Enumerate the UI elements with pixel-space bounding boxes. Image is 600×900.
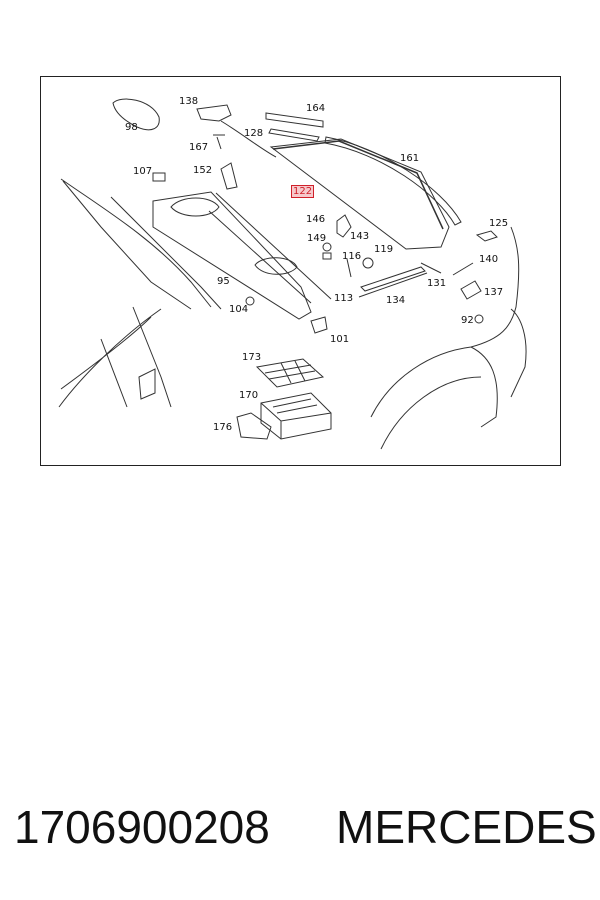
callout-146: 146 bbox=[306, 214, 326, 225]
callout-143: 143 bbox=[350, 231, 370, 242]
tray bbox=[255, 358, 325, 388]
callout-137: 137 bbox=[484, 287, 504, 298]
callout-113: 113 bbox=[334, 293, 354, 304]
callout-122[interactable]: 122 bbox=[291, 185, 315, 198]
window-seal bbox=[324, 136, 462, 226]
callout-104: 104 bbox=[229, 304, 249, 315]
callout-134: 134 bbox=[386, 295, 406, 306]
callout-173: 173 bbox=[242, 352, 262, 363]
callout-164: 164 bbox=[306, 103, 326, 114]
callout-116: 116 bbox=[342, 251, 362, 262]
callout-92: 92 bbox=[461, 315, 474, 326]
rear-window-glass bbox=[269, 138, 450, 250]
callout-167: 167 bbox=[189, 142, 209, 153]
rear-body-outline bbox=[370, 226, 520, 418]
callout-170: 170 bbox=[239, 390, 259, 401]
callout-140: 140 bbox=[479, 254, 499, 265]
parts-illustration bbox=[58, 98, 527, 450]
footer: 1706900208 MERCEDES bbox=[0, 800, 600, 870]
callout-107: 107 bbox=[133, 166, 153, 177]
callout-176: 176 bbox=[213, 422, 233, 433]
callout-98: 98 bbox=[125, 122, 138, 133]
callout-138: 138 bbox=[179, 96, 199, 107]
car-body-outline bbox=[60, 178, 212, 310]
handle bbox=[236, 412, 272, 440]
callout-125: 125 bbox=[489, 218, 509, 229]
callout-161: 161 bbox=[400, 153, 420, 164]
callout-119: 119 bbox=[374, 244, 394, 255]
callout-95: 95 bbox=[217, 276, 230, 287]
bracket bbox=[196, 104, 232, 122]
strip bbox=[360, 266, 426, 292]
callout-101: 101 bbox=[330, 334, 350, 345]
rear-shelf bbox=[152, 191, 312, 320]
callout-149: 149 bbox=[307, 233, 327, 244]
gasket bbox=[112, 98, 160, 131]
callout-128: 128 bbox=[244, 128, 264, 139]
callout-131: 131 bbox=[427, 278, 447, 289]
trim-strip bbox=[265, 112, 324, 128]
storage-box bbox=[260, 392, 332, 440]
brand-name: MERCEDES bbox=[336, 801, 597, 853]
callout-152: 152 bbox=[193, 165, 213, 176]
parts-diagram: 98 138 164 128 161 167 107 152 122 146 1… bbox=[40, 76, 561, 466]
part-number: 1706900208 bbox=[14, 801, 270, 853]
